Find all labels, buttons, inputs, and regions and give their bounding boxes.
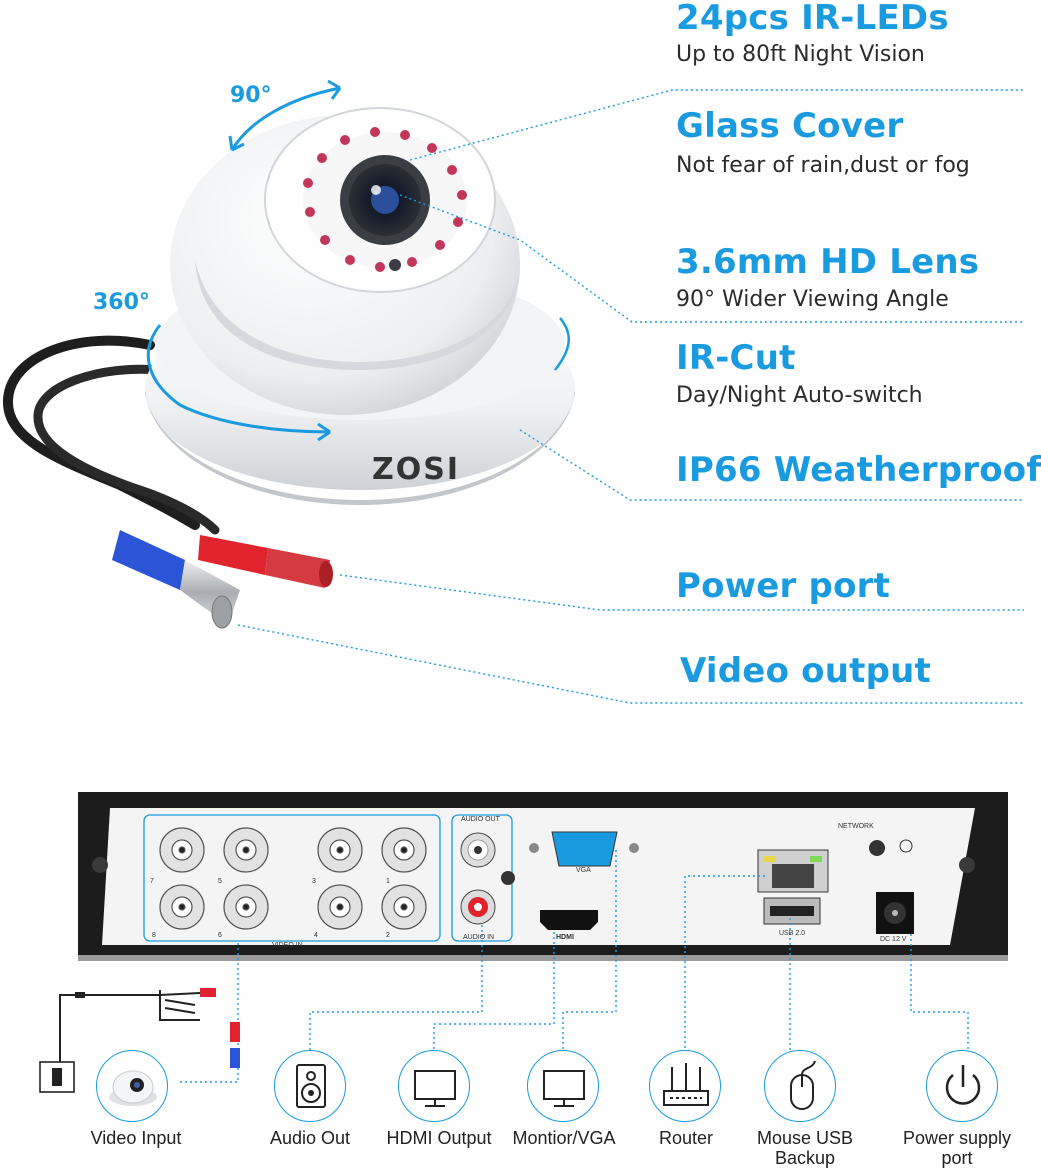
ground-symbol: [899, 839, 913, 853]
hdmi-port: [540, 910, 598, 930]
audio-out-label: AUDIO OUT: [461, 816, 500, 823]
feature-power-port-title: Power port: [676, 566, 891, 606]
pan-arrow: [146, 317, 570, 442]
router-icon: [663, 1063, 709, 1106]
ir-led-ring: [303, 127, 467, 272]
leader-lines: [237, 89, 1024, 704]
power-icon: [945, 1065, 981, 1105]
usb-label: USB 2.0: [779, 930, 806, 937]
feature-ir-leds-title: 24pcs IR-LEDs: [676, 0, 949, 38]
audio-in-label: AUDIO IN: [463, 934, 495, 941]
audio-out-circle: [274, 1050, 346, 1122]
feature-glass-cover-subtitle: Not fear of rain,dust or fog: [676, 153, 970, 178]
vga-monitor-label: Montior/VGA: [512, 1128, 616, 1148]
vga-monitor-circle: [527, 1050, 599, 1122]
rca-audio-out: [460, 832, 496, 868]
mount-screws: [92, 857, 975, 873]
pan-angle-label: 360°: [93, 290, 150, 315]
power-connector: [198, 535, 333, 588]
rj45-port: [757, 849, 829, 893]
connection-lines: [180, 850, 969, 1083]
feature-ir-leds-subtitle: Up to 80ft Night Vision: [676, 42, 925, 67]
network-screw: [869, 840, 885, 856]
feature-lens-subtitle: 90° Wider Viewing Angle: [676, 287, 949, 312]
channel-5-label: 5: [218, 878, 222, 885]
vga-label: VGA: [576, 867, 591, 874]
vga-port: [529, 831, 639, 867]
channel-4-label: 4: [314, 932, 318, 939]
feature-glass-cover-title: Glass Cover: [676, 106, 904, 146]
monitor-icon: [414, 1070, 456, 1107]
channel-2-label: 2: [386, 932, 390, 939]
brand-logo: ZOSI: [372, 452, 461, 487]
feature-weatherproof-title: IP66 Weatherproof: [676, 450, 1041, 490]
video-in-label: VIDEO IN: [272, 942, 303, 949]
mouse-icon: [790, 1060, 816, 1110]
mouse-usb-circle: [764, 1050, 836, 1122]
rca-audio-in: [460, 889, 496, 925]
network-label: NETWORK: [838, 823, 874, 830]
tilt-angle-label: 90°: [230, 83, 272, 108]
dome-camera-icon: [109, 1070, 157, 1106]
feature-lens-title: 3.6mm HD Lens: [676, 242, 980, 282]
dc-label: DC 12 V: [880, 936, 907, 943]
channel-8-label: 8: [152, 932, 156, 939]
feature-video-output-title: Video output: [680, 651, 931, 691]
cable-plug-icons: [75, 988, 240, 1068]
hdmi-label: HDMI: [556, 934, 574, 941]
channel-3-label: 3: [312, 878, 316, 885]
router-circle: [649, 1050, 721, 1122]
channel-1-label: 1: [386, 878, 390, 885]
speaker-icon: [296, 1064, 326, 1108]
feature-ircut-subtitle: Day/Night Auto-switch: [676, 383, 923, 408]
feature-ircut-title: IR-Cut: [676, 338, 796, 378]
monitor-icon: [543, 1070, 585, 1107]
channel-6-label: 6: [218, 932, 222, 939]
bnc-ports: [159, 827, 427, 930]
video-input-label: Video Input: [90, 1128, 182, 1148]
ground-screw: [501, 871, 515, 885]
camera-dome: [170, 107, 520, 415]
power-supply-circle: [926, 1050, 998, 1122]
power-adapter-icon: [39, 1061, 75, 1093]
bnc-connector: [112, 530, 240, 629]
mouse-usb-label: Mouse USB Backup: [756, 1128, 854, 1168]
hdmi-output-circle: [398, 1050, 470, 1122]
router-label: Router: [658, 1128, 714, 1148]
tilt-arrow: [228, 79, 342, 152]
camera-illustration: [3, 79, 1024, 704]
video-input-circle: [96, 1050, 168, 1122]
dvr-diagram: [39, 792, 1008, 1093]
hdmi-output-label: HDMI Output: [386, 1128, 492, 1148]
dc-jack: [876, 892, 914, 934]
power-supply-label: Power supply port: [902, 1128, 1012, 1168]
camera-lens: [340, 155, 430, 271]
bnc-group-outline: [143, 814, 441, 942]
audio-out-label-bottom: Audio Out: [269, 1128, 351, 1148]
camera-wiring: [59, 990, 201, 1065]
usb-port: [763, 897, 821, 925]
channel-7-label: 7: [150, 878, 154, 885]
camera-cable: [3, 335, 220, 535]
